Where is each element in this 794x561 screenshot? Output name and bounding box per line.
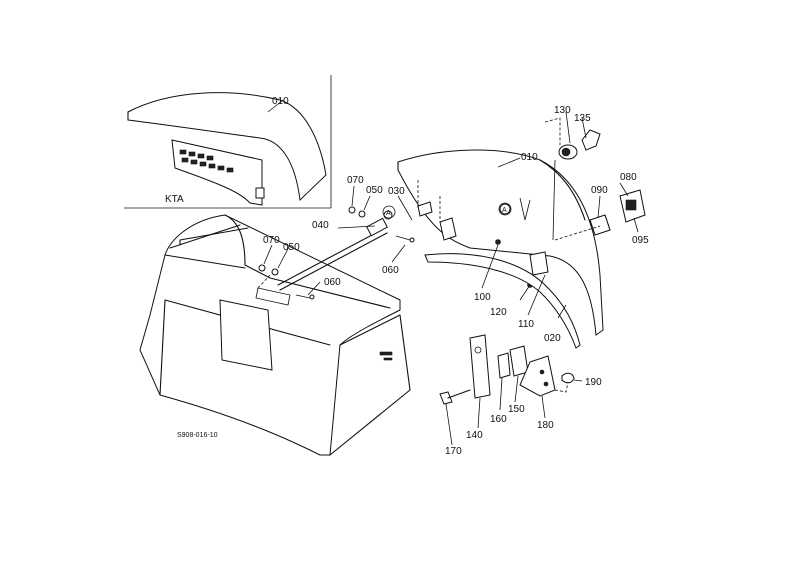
callout-120: 120 — [490, 307, 507, 318]
drawing-code: S908-016-10 — [177, 432, 218, 439]
lower-bracket-parts — [439, 334, 575, 405]
latch-assembly — [544, 117, 646, 241]
callout-160: 160 — [490, 414, 507, 425]
callout-010: 010 — [521, 152, 538, 163]
reference-marker-a: A A — [382, 202, 512, 219]
rod-assembly — [258, 206, 415, 300]
callout-190: 190 — [585, 377, 602, 388]
callout-090: 090 — [591, 185, 608, 196]
callout-135: 135 — [574, 113, 591, 124]
callout-140: 140 — [466, 430, 483, 441]
callout-080: 080 — [620, 172, 637, 183]
hood-panel — [397, 149, 604, 336]
callout-020: 020 — [544, 333, 561, 344]
front-shroud — [139, 214, 411, 456]
grille-slots — [179, 149, 234, 173]
callout-095: 095 — [632, 235, 649, 246]
callout-040: 040 — [312, 220, 329, 231]
callout-170: 170 — [445, 446, 462, 457]
callout-180: 180 — [537, 420, 554, 431]
inset-label: KTA — [165, 194, 184, 205]
callout-130: 130 — [554, 105, 571, 116]
callout-070-upper: 070 — [347, 175, 364, 186]
part-callouts: 010 020 030 040 050 050 060 060 070 070 … — [263, 105, 649, 457]
callout-030: 030 — [388, 186, 405, 197]
svg-text:A: A — [502, 207, 507, 214]
leader-lines — [263, 111, 639, 446]
inset-kta-hood: 010 KTA — [124, 75, 332, 209]
svg-text:A: A — [386, 210, 391, 217]
callout-110: 110 — [518, 319, 534, 330]
callout-100: 100 — [474, 292, 491, 303]
callout-050-lower: 050 — [283, 242, 300, 253]
callout-060-lower: 060 — [324, 277, 341, 288]
callout-150: 150 — [508, 404, 525, 415]
callout-inset-010: 010 — [272, 96, 289, 107]
badge-mark — [379, 351, 393, 361]
callout-060-upper: 060 — [382, 265, 399, 276]
callout-070-lower: 070 — [263, 235, 280, 246]
callout-050-upper: 050 — [366, 185, 383, 196]
seal-strip — [424, 253, 581, 349]
